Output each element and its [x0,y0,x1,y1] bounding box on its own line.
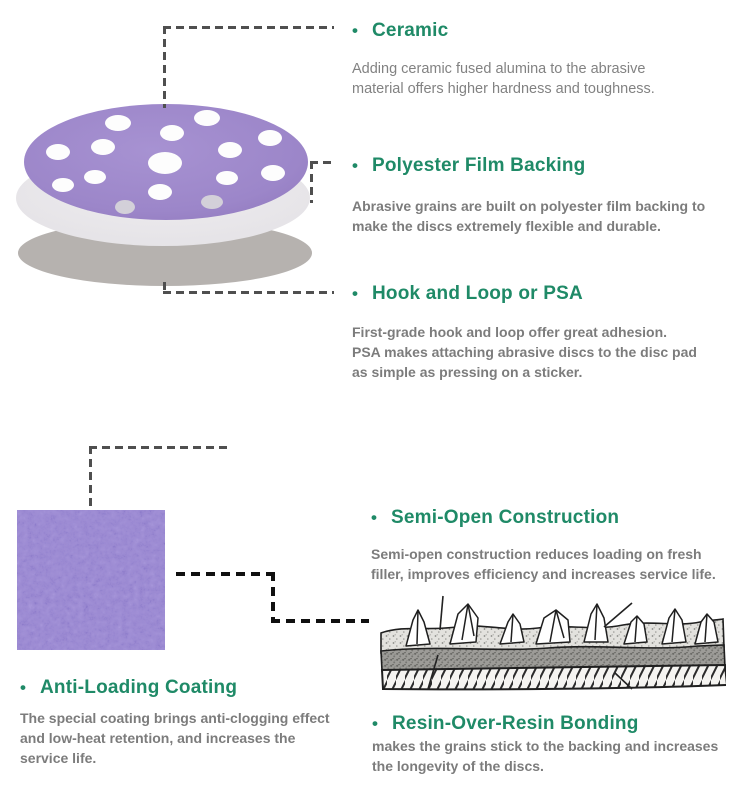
anti-loading-coating-swatch [17,510,165,650]
section-body: makes the grains stick to the backing an… [372,736,718,776]
section-title: Hook and Loop or PSA [372,283,583,304]
body-line: PSA makes attaching abrasive discs to th… [352,344,697,360]
body-line: First-grade hook and loop offer great ad… [352,324,668,340]
section-body: First-grade hook and loop offer great ad… [352,322,697,382]
section-body: Semi-open construction reduces loading o… [371,544,716,584]
section-heading: • Ceramic [352,19,655,43]
section-heading: • Hook and Loop or PSA [352,282,697,306]
section-body: The special coating brings anti-clogging… [20,708,330,768]
section-polyester-film-backing: • Polyester Film Backing Abrasive grains… [352,154,705,236]
sanding-disc-illustration [16,104,312,286]
body-line: service life. [20,750,97,766]
connector-sketch-vertical [271,572,275,623]
bullet-icon: • [352,156,358,175]
body-line: make the discs extremely flexible and du… [352,218,661,234]
body-line: makes the grains stick to the backing an… [372,738,719,754]
body-line: the longevity of the discs. [372,758,544,774]
bullet-icon: • [20,678,26,697]
connector-ceramic-vertical [163,26,166,108]
sketch-backing-band [380,663,726,691]
section-resin-over-resin-bonding: • Resin-Over-Resin Bonding makes the gra… [372,712,718,776]
connector-backing-vertical [310,161,313,203]
connector-coating-vertical [89,446,92,510]
body-line: Adding ceramic fused alumina to the abra… [352,61,646,77]
connector-sketch-horizontal-1 [176,572,275,576]
body-line: and low-heat retention, and increases th… [20,730,296,746]
body-line: Semi-open construction reduces loading o… [371,546,702,562]
bullet-icon: • [352,21,358,40]
section-ceramic: • Ceramic Adding ceramic fused alumina t… [352,19,655,99]
sketch-abrasive-grains [405,603,719,647]
body-line: filler, improves efficiency and increase… [371,566,716,582]
body-line: as simple as pressing on a sticker. [352,364,583,380]
section-anti-loading-coating: • Anti-Loading Coating The special coati… [20,676,330,768]
connector-hookloop-vertical [163,282,166,293]
section-hook-and-loop-or-psa: • Hook and Loop or PSA First-grade hook … [352,282,697,382]
disc-dust-holes [46,110,285,214]
bullet-icon: • [372,714,378,733]
section-heading: • Resin-Over-Resin Bonding [372,712,718,736]
connector-coating-horizontal [89,446,228,449]
abrasive-cross-section-sketch [380,595,726,691]
section-heading: • Polyester Film Backing [352,154,705,178]
bullet-icon: • [352,284,358,303]
section-body: Adding ceramic fused alumina to the abra… [352,59,655,99]
section-heading: • Anti-Loading Coating [20,676,330,700]
connector-hookloop-horizontal [163,291,334,294]
section-body: Abrasive grains are built on polyester f… [352,196,705,236]
section-title: Polyester Film Backing [372,155,586,176]
sketch-annotation-lines [427,595,633,690]
section-title: Anti-Loading Coating [40,677,238,698]
section-title: Resin-Over-Resin Bonding [392,713,639,734]
section-heading: • Semi-Open Construction [371,506,716,530]
section-semi-open-construction: • Semi-Open Construction Semi-open const… [371,506,716,584]
connector-backing-horizontal [310,161,336,164]
bullet-icon: • [371,508,377,527]
body-line: Abrasive grains are built on polyester f… [352,198,706,214]
section-title: Semi-Open Construction [391,507,620,528]
connector-sketch-horizontal-2 [271,619,369,623]
connector-ceramic-horizontal [163,26,334,29]
section-title: Ceramic [372,20,449,41]
body-line: material offers higher hardness and toug… [352,81,655,97]
body-line: The special coating brings anti-clogging… [20,710,330,726]
